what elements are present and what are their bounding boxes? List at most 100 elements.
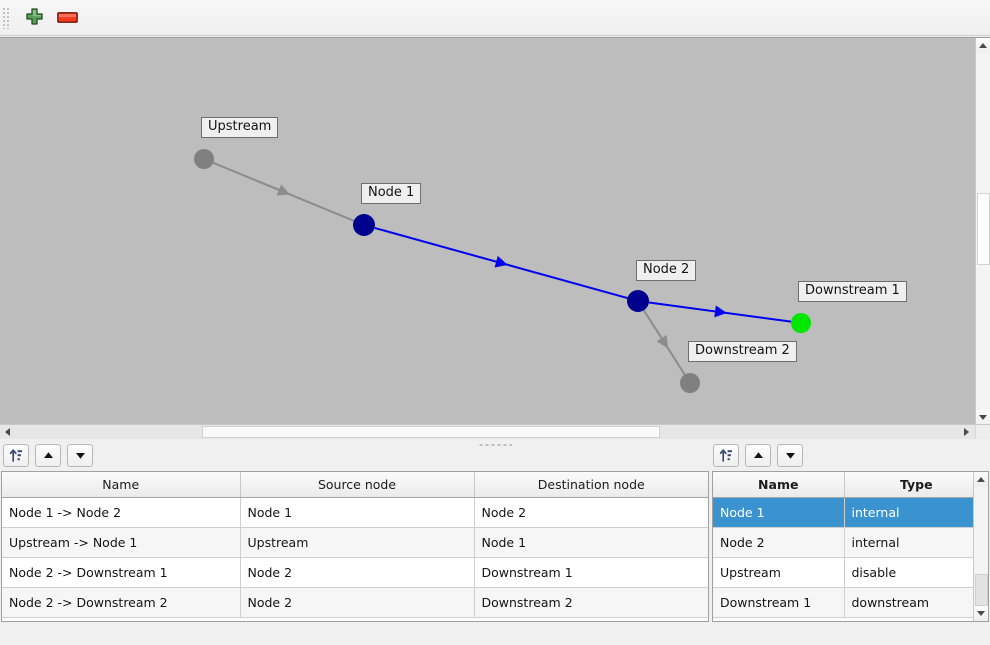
edges-table-column-header[interactable]: Name — [2, 472, 241, 498]
edges-table-cell[interactable]: Node 2 -> Downstream 1 — [2, 557, 241, 588]
edges-table-empty-cell — [2, 617, 240, 621]
edges-table-cell[interactable]: Upstream — [240, 527, 475, 558]
nodes-table-cell[interactable]: disable — [844, 557, 988, 588]
edges-table-cell[interactable]: Node 2 — [240, 587, 475, 618]
graph-node-label-downstream2[interactable]: Downstream 2 — [688, 341, 797, 362]
graph-scroll-up-button[interactable] — [976, 38, 990, 53]
nodes-table-empty-cell — [713, 617, 844, 621]
nodes-table-empty-cell — [844, 617, 988, 621]
triangle-up-icon — [977, 477, 985, 482]
graph-node-label-upstream[interactable]: Upstream — [201, 117, 279, 138]
nodes-scroll-thumb[interactable] — [975, 574, 988, 606]
triangle-down-icon — [977, 611, 985, 616]
edges-table-column-header[interactable]: Source node — [240, 472, 475, 498]
sort-icon — [719, 448, 732, 462]
scrollbar-corner — [975, 425, 990, 439]
edges-move-down-button[interactable] — [67, 443, 93, 467]
nodes-scroll-up-button[interactable] — [974, 472, 988, 487]
arrow-down-icon — [75, 452, 85, 459]
toolbar-drag-handle[interactable] — [2, 5, 16, 31]
edges-table-cell[interactable]: Node 1 — [240, 497, 475, 528]
edge-arrowhead-icon — [494, 255, 508, 268]
edges-table-cell[interactable]: Node 1 — [474, 527, 708, 558]
graph-scroll-down-button[interactable] — [976, 410, 990, 425]
edges-table-cell[interactable]: Downstream 1 — [474, 557, 708, 588]
nodes-scroll-down-button[interactable] — [974, 606, 988, 621]
graph-node-label-node1[interactable]: Node 1 — [361, 183, 422, 204]
edges-table-cell[interactable]: Upstream -> Node 1 — [2, 527, 241, 558]
nodes-table-cell[interactable]: Upstream — [713, 557, 845, 588]
graph-node-node2[interactable] — [627, 290, 649, 312]
nodes-table-cell[interactable]: Node 2 — [713, 527, 845, 558]
triangle-up-icon — [979, 43, 987, 48]
edges-table-empty-cell — [474, 617, 708, 621]
edges-table-cell[interactable]: Node 2 — [474, 497, 708, 528]
arrow-down-icon — [785, 452, 795, 459]
remove-node-button[interactable] — [52, 4, 82, 32]
plus-icon — [25, 8, 43, 25]
add-node-button[interactable] — [19, 4, 49, 32]
nodes-table-column-header[interactable]: Name — [713, 472, 845, 498]
nodes-table-cell[interactable]: downstream — [844, 587, 988, 618]
graph-node-label-downstream1[interactable]: Downstream 1 — [798, 281, 907, 302]
graph-svg[interactable] — [0, 38, 975, 425]
panel-splitter[interactable] — [0, 439, 990, 451]
edges-table-cell[interactable]: Node 2 — [240, 557, 475, 588]
edges-sort-button[interactable] — [3, 443, 29, 467]
graph-vscroll-thumb[interactable] — [977, 193, 990, 265]
edges-table-empty-row — [2, 617, 708, 621]
edges-table-cell[interactable]: Downstream 2 — [474, 587, 708, 618]
graph-scroll-right-button[interactable] — [959, 425, 974, 439]
nodes-table-cell[interactable]: internal — [844, 497, 988, 528]
nodes-move-up-button[interactable] — [745, 443, 771, 467]
edges-table-cell[interactable]: Node 2 -> Downstream 2 — [2, 587, 241, 618]
edges-move-up-button[interactable] — [35, 443, 61, 467]
edges-table-cell[interactable]: Node 1 -> Node 2 — [2, 497, 241, 528]
triangle-right-icon — [964, 428, 969, 436]
nodes-move-down-button[interactable] — [777, 443, 803, 467]
graph-node-node1[interactable] — [353, 214, 375, 236]
graph-node-downstream1[interactable] — [791, 313, 811, 333]
graph-node-label-node2[interactable]: Node 2 — [636, 260, 697, 281]
arrow-up-icon — [43, 451, 53, 458]
nodes-table-cell[interactable]: Node 1 — [713, 497, 845, 528]
graph-vertical-scrollbar[interactable] — [975, 38, 990, 425]
nodes-sort-button[interactable] — [713, 443, 739, 467]
nodes-table-cell[interactable]: Downstream 1 — [713, 587, 845, 618]
nodes-table-scrollbar[interactable] — [973, 472, 988, 621]
triangle-down-icon — [979, 415, 987, 420]
graph-node-upstream[interactable] — [194, 149, 214, 169]
triangle-left-icon — [5, 428, 10, 436]
nodes-table-column-header[interactable]: Type — [844, 472, 988, 498]
edges-table-column-header[interactable]: Destination node — [474, 472, 708, 498]
graph-node-downstream2[interactable] — [680, 373, 700, 393]
nodes-table-cell[interactable]: internal — [844, 527, 988, 558]
arrow-up-icon — [753, 451, 763, 458]
graph-scroll-left-button[interactable] — [0, 425, 15, 439]
nodes-table-toolbar — [713, 443, 803, 467]
sort-icon — [9, 448, 22, 462]
edge-arrowhead-icon — [276, 184, 291, 196]
graph-hscroll-thumb[interactable] — [202, 426, 660, 438]
grip-dots — [2, 6, 10, 29]
graph-horizontal-scrollbar[interactable] — [0, 424, 990, 439]
